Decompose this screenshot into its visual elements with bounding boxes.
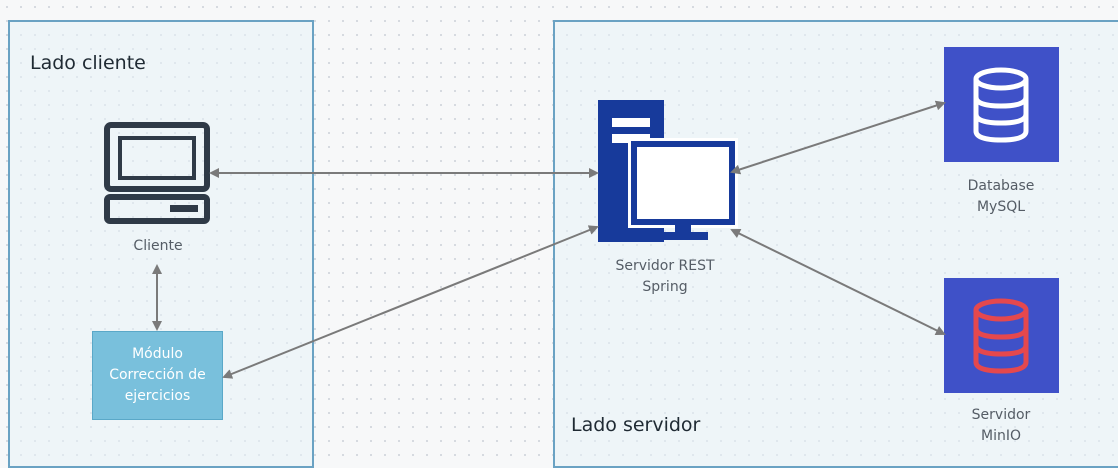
client-side-title: Lado cliente <box>30 52 146 74</box>
database-icon <box>973 298 1029 374</box>
database-icon <box>973 67 1029 143</box>
mysql-database-tile <box>944 47 1059 162</box>
correction-module-label: Módulo Corrección de ejercicios <box>109 346 206 404</box>
database-label: Database MySQL <box>967 178 1035 215</box>
client-label: Cliente <box>133 238 183 254</box>
server-workstation-icon <box>598 100 738 242</box>
minio-storage-tile <box>944 278 1059 393</box>
server-side-title: Lado servidor <box>571 414 701 436</box>
server-database-connector <box>730 100 946 175</box>
server-minio-connector <box>730 229 946 335</box>
server-label: Servidor REST Spring <box>615 258 715 295</box>
desktop-computer-icon <box>104 122 210 224</box>
connectors-layer <box>152 100 946 379</box>
minio-label: Servidor MinIO <box>971 407 1031 444</box>
correction-module-box: Módulo Corrección de ejercicios <box>92 331 223 420</box>
module-server-connector <box>222 225 599 379</box>
